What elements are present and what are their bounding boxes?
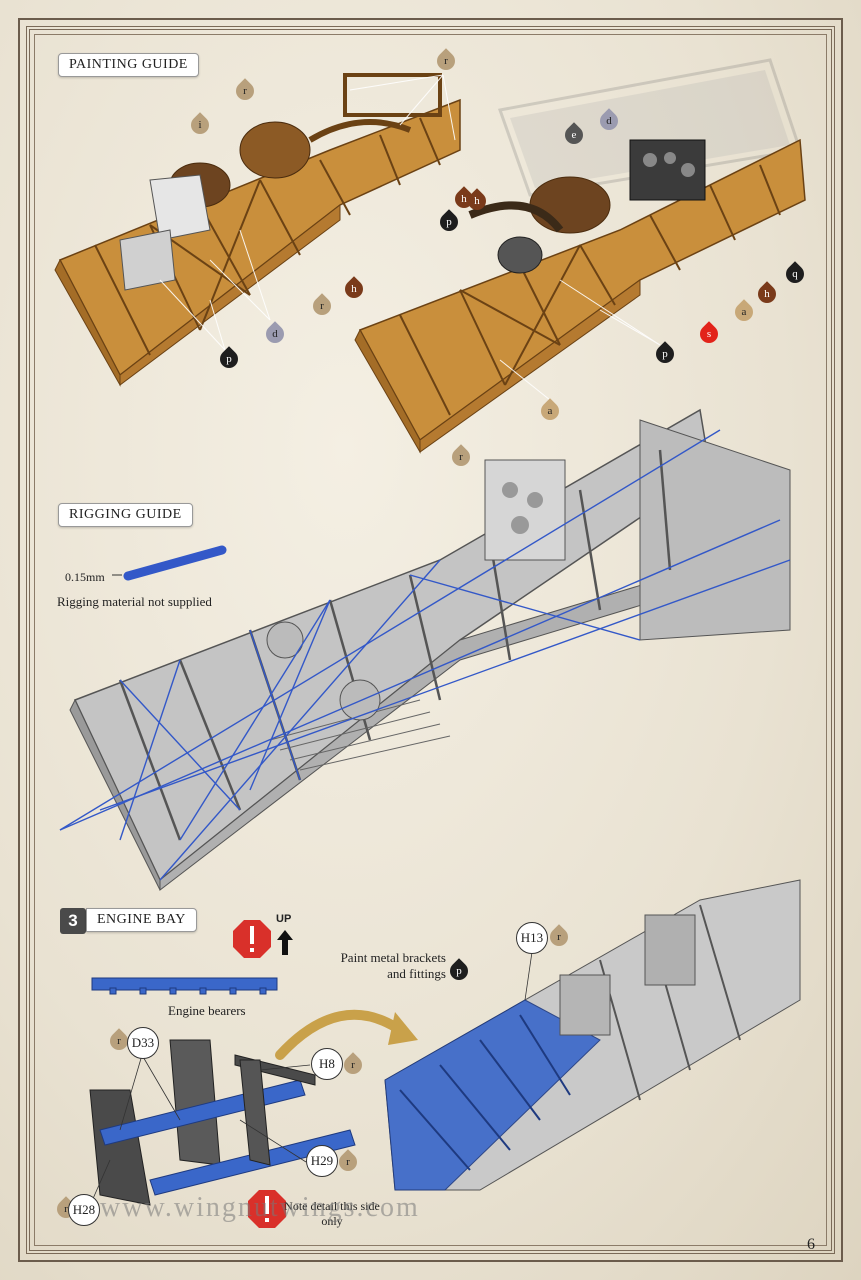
up-label: UP [276,913,292,925]
paint-code-text: r [351,1059,355,1071]
warning-sign-icon-2 [248,1190,286,1228]
paint-drop-left: h [341,276,367,302]
part-h28: H28 [68,1194,100,1226]
engine-bearers-label: Engine bearers [168,1003,246,1018]
paint-drop-left: r [433,48,459,74]
paint-code-text: r [320,300,324,312]
part-callout-lines [87,951,533,1211]
paint-code-text: h [764,288,770,300]
rigging-note: Rigging material not supplied [57,594,212,609]
part-h8: H8 [311,1048,343,1080]
paint-code-text: p [662,348,668,360]
paint-drop-right: q [782,261,808,287]
paint-code-text: i [198,119,202,131]
rigging-wires [59,429,791,881]
paint-code-text: r [346,1156,350,1168]
paint-code-text: q [792,268,798,280]
paint-code-text: h [351,283,357,295]
paint-code-text: r [243,85,247,97]
paint-drop-left: d [262,321,288,347]
paint-drop-part: r [335,1149,361,1175]
paint-drop-right: p [652,341,678,367]
up-arrow-icon [277,930,293,955]
assembly-arrow-icon [275,1009,418,1060]
paint-code-text: d [272,328,278,340]
part-h29: H29 [306,1145,338,1177]
paint-drop-right: h [754,281,780,307]
paint-metal-note: Paint metal brackets and fittings [340,950,446,981]
painting-guide-label: PAINTING GUIDE [58,53,199,77]
paint-drop-right: e [561,122,587,148]
inner-border-thin [34,34,827,1246]
detail-note: Note detail this side only [284,1199,380,1228]
paint-code-text: p [226,353,232,365]
paint-drop-right: d [596,108,622,134]
rigging-swatch [112,545,227,581]
paint-code-text: p [456,965,462,977]
paint-code-text: h [461,193,467,205]
paint-code-text: r [459,451,463,463]
paint-drop-right: a [537,398,563,424]
paint-drop-part: r [340,1052,366,1078]
grey-fuselage-rigging [69,408,791,892]
paint-drop-left: p [216,346,242,372]
paint-drop-right: s [696,321,722,347]
paint-code-text: r [117,1035,121,1047]
paint-code-text: r [557,931,561,943]
paint-code-text: a [741,306,747,318]
paint-drop-left: r [232,78,258,104]
wire-size-label: 0.15mm [65,570,105,584]
inner-border [26,26,835,1254]
paint-code-text: r [444,55,448,67]
paint-drop-part: r [546,924,572,950]
paint-callout-lines [159,74,661,401]
part-d33: D33 [127,1027,159,1059]
engine-bay-assembled [384,879,801,1191]
paint-drop-right: a [731,299,757,325]
wooden-fuselage-left [54,73,461,387]
wooden-fuselage-right [354,138,806,454]
paint-code-text: s [706,328,712,340]
paint-drop-right: r [448,444,474,470]
paint-drop-metal-note: p [446,958,472,984]
paint-drop-right: h [451,186,477,212]
rigging-guide-label: RIGGING GUIDE [58,503,193,527]
engine-bay-label: ENGINE BAY [86,908,197,932]
paint-code-text: a [547,405,553,417]
engine-bay-frame-exploded [89,1039,356,1206]
paint-drop-left: i [187,112,213,138]
warning-sign-icon [233,920,271,958]
paint-drop-right: p [436,209,462,235]
website-watermark: www.wingnutwings.com [100,1192,420,1223]
paint-code-text: e [571,129,577,141]
outer-border [18,18,843,1262]
paint-code-text: p [446,216,452,228]
step-number: 3 [60,908,86,934]
paint-drop-left: r [309,293,335,319]
engine-bearers-part [91,977,278,995]
part-h13: H13 [516,922,548,954]
page-number: 6 [807,1236,815,1253]
paint-code-text: d [606,115,612,127]
